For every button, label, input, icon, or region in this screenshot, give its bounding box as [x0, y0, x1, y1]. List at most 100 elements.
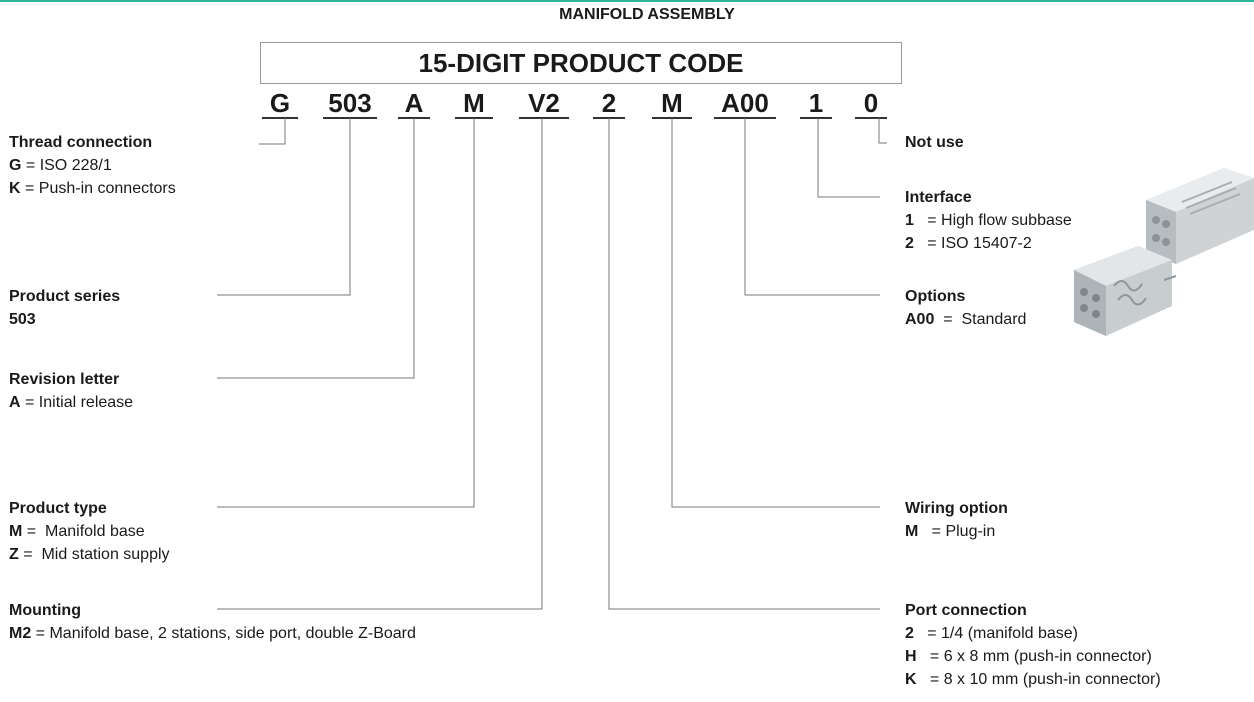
code-digit-thread: G	[269, 88, 291, 118]
option-text: 6 x 8 mm (push-in connector)	[943, 648, 1152, 665]
option-separator: =	[18, 546, 42, 563]
leader-type	[217, 118, 475, 508]
option-code: K	[905, 671, 917, 688]
interface-block: Interface 1 = High flow subbase 2 = ISO …	[905, 186, 1072, 255]
option-text: ISO 15407-2	[941, 235, 1032, 252]
thread-connection-block: Thread connection G = ISO 228/1 K = Push…	[9, 131, 176, 200]
not-use-block: Not use	[905, 131, 964, 154]
option-separator: =	[916, 648, 944, 665]
diagram-super-title: MANIFOLD ASSEMBLY	[559, 6, 735, 23]
option-code: M	[905, 523, 919, 540]
product-type-title: Product type	[9, 500, 107, 517]
legend-row: H = 6 x 8 mm (push-in connector)	[905, 645, 1161, 668]
revision-letter-title: Revision letter	[9, 371, 120, 388]
option-text: ISO 228/1	[39, 157, 112, 174]
not-use-title: Not use	[905, 134, 964, 151]
legend-row: M2 = Manifold base, 2 stations, side por…	[9, 622, 416, 645]
code-digit-mounting: V2	[528, 88, 560, 118]
code-digit-type: M	[463, 88, 485, 118]
code-digit-interface: 1	[808, 88, 824, 118]
options-block: Options A00 = Standard	[905, 285, 1026, 331]
option-text: 8 x 10 mm (push-in connector)	[943, 671, 1161, 688]
legend-row: Z = Mid station supply	[9, 543, 170, 566]
product-code-title: 15-DIGIT PRODUCT CODE	[418, 47, 744, 78]
code-underline	[323, 117, 377, 119]
option-code: H	[905, 648, 917, 665]
option-code: K	[9, 180, 21, 197]
high-flow-subbase-photo	[1146, 168, 1254, 264]
option-text: Manifold base	[45, 523, 145, 540]
option-separator: =	[918, 523, 946, 540]
option-code: 1	[905, 212, 914, 229]
option-text: Push-in connectors	[38, 180, 176, 197]
leader-notuse	[878, 118, 887, 144]
option-separator: =	[913, 235, 942, 252]
option-separator: =	[21, 157, 40, 174]
wiring-option-title: Wiring option	[905, 500, 1008, 517]
code-underline	[262, 117, 298, 119]
legend-row: A00 = Standard	[905, 308, 1026, 331]
leader-series	[217, 118, 351, 296]
code-underline	[714, 117, 776, 119]
interface-title: Interface	[905, 189, 972, 206]
option-text: Mid station supply	[41, 546, 170, 563]
option-code: G	[9, 157, 22, 174]
option-text: 1/4 (manifold base)	[941, 625, 1078, 642]
legend-row: 1 = High flow subbase	[905, 209, 1072, 232]
leader-wiring	[671, 118, 880, 508]
options-title: Options	[905, 288, 966, 305]
leader-port	[608, 118, 880, 610]
option-text: Manifold base, 2 stations, side port, do…	[49, 625, 416, 642]
option-separator: =	[913, 625, 942, 642]
code-underline	[398, 117, 430, 119]
option-separator: =	[934, 311, 962, 328]
wiring-option-block: Wiring option M = Plug-in	[905, 497, 1008, 543]
option-code: 2	[905, 235, 914, 252]
product-code-title-box: 15-DIGIT PRODUCT CODE	[260, 42, 902, 84]
legend-row: K = Push-in connectors	[9, 177, 176, 200]
code-underline	[519, 117, 569, 119]
option-separator: =	[22, 523, 46, 540]
port-connection-title: Port connection	[905, 602, 1027, 619]
code-digit-wiring: M	[661, 88, 683, 118]
leader-mounting	[217, 118, 543, 610]
leader-options	[744, 118, 880, 296]
code-digit-notuse: 0	[863, 88, 879, 118]
option-separator: =	[916, 671, 944, 688]
option-separator: =	[31, 625, 50, 642]
option-code: A00	[905, 311, 935, 328]
code-digit-options: A00	[721, 88, 769, 118]
option-text: Initial release	[38, 394, 134, 411]
code-underline	[455, 117, 493, 119]
product-series-title: Product series	[9, 288, 121, 305]
option-separator: =	[20, 180, 39, 197]
leader-revision	[217, 118, 415, 379]
product-series-value: 503	[9, 311, 36, 328]
legend-row: 2 = ISO 15407-2	[905, 232, 1072, 255]
option-code: M2	[9, 625, 32, 642]
leader-interface	[817, 118, 880, 198]
option-code: A	[9, 394, 21, 411]
code-underline	[593, 117, 625, 119]
top-accent-line	[0, 0, 1254, 2]
code-digit-revision: A	[404, 88, 424, 118]
code-digit-port: 2	[601, 88, 617, 118]
option-separator: =	[20, 394, 39, 411]
leader-thread	[259, 118, 286, 145]
iso-15407-subbase-photo	[1074, 246, 1177, 336]
option-code: Z	[9, 546, 19, 563]
option-code: 2	[905, 625, 914, 642]
mounting-title: Mounting	[9, 602, 81, 619]
product-series-block: Product series 503	[9, 285, 120, 331]
code-digit-series: 503	[328, 88, 372, 118]
option-code: M	[9, 523, 23, 540]
thread-connection-title: Thread connection	[9, 134, 153, 151]
port-connection-block: Port connection 2 = 1/4 (manifold base) …	[905, 599, 1161, 691]
legend-row: K = 8 x 10 mm (push-in connector)	[905, 668, 1161, 691]
legend-row: G = ISO 228/1	[9, 154, 176, 177]
legend-row: M = Manifold base	[9, 520, 170, 543]
option-text: Standard	[961, 311, 1027, 328]
option-separator: =	[913, 212, 942, 229]
